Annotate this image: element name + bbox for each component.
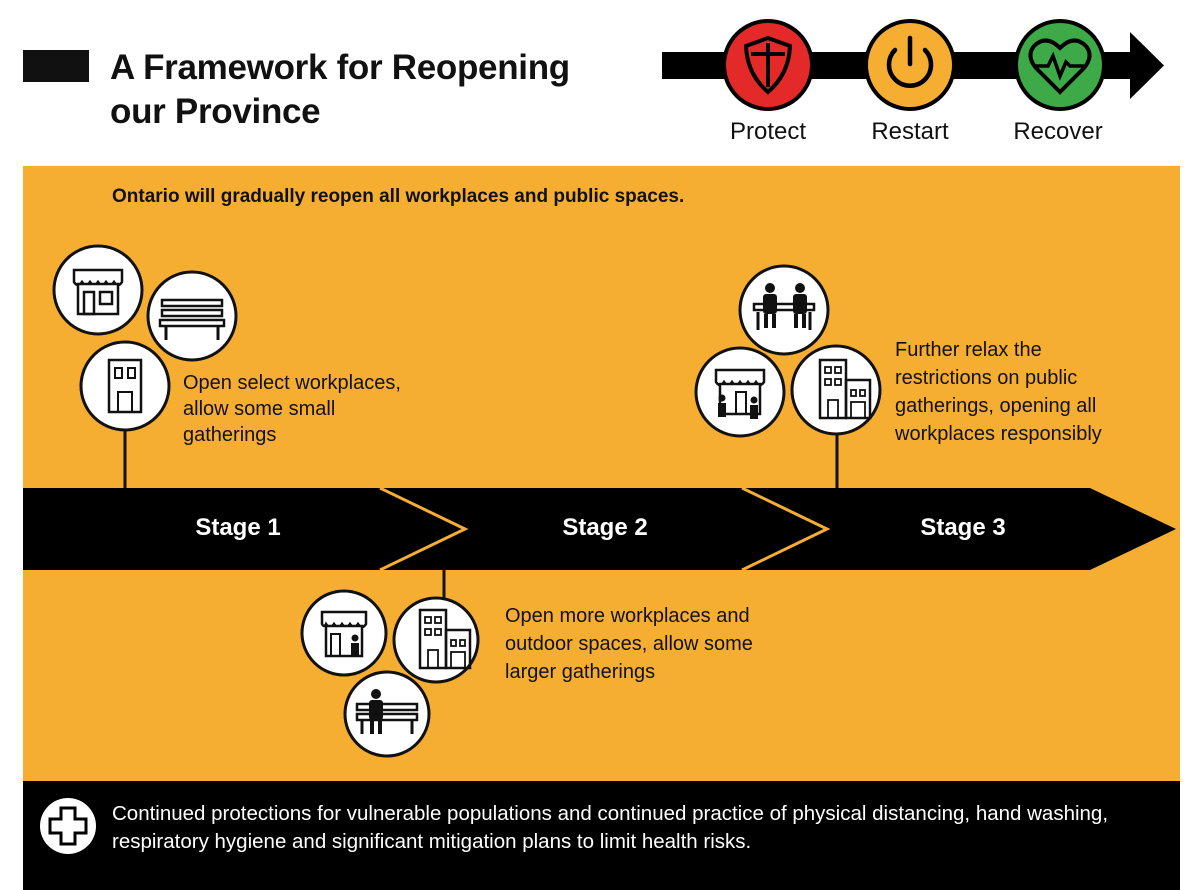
stage-1-description: Open select workplaces, allow some small… <box>183 372 401 446</box>
title-line-2: our Province <box>110 92 321 131</box>
power-icon <box>864 19 956 111</box>
stage-2-description: Open more workplaces and outdoor spaces,… <box>505 605 753 683</box>
bench-person-icon <box>343 670 431 758</box>
office-building-icon <box>79 340 171 432</box>
stage-3-label: Stage 3 <box>920 514 1006 541</box>
footer-banner <box>23 781 1180 890</box>
stages-panel <box>23 166 1180 781</box>
stage-timeline-arrow <box>23 486 1176 572</box>
medical-cross-icon <box>40 798 96 854</box>
title-line-1: A Framework for Reopening <box>110 48 570 87</box>
title-accent-bar <box>23 50 89 82</box>
intro-text: Ontario will gradually reopen all workpl… <box>112 186 685 207</box>
footer-text: Continued protections for vulnerable pop… <box>112 802 1109 853</box>
stage-2-label: Stage 2 <box>562 514 648 541</box>
heart-pulse-icon <box>1014 19 1106 111</box>
office-buildings-icon <box>790 344 882 436</box>
phase-label-recover: Recover <box>1013 118 1103 145</box>
phase-label-protect: Protect <box>729 118 807 145</box>
storefront-icon <box>52 244 144 336</box>
bench-two-people-icon <box>738 264 830 356</box>
office-buildings-icon <box>392 596 480 684</box>
storefront-people-icon <box>694 346 786 438</box>
stage-1-label: Stage 1 <box>195 514 281 541</box>
phase-label-restart: Restart <box>871 118 949 145</box>
page-title: A Framework for Reopening our Province <box>110 46 570 134</box>
stage-3-description: Further relax the restrictions on public… <box>895 339 1102 445</box>
storefront-person-icon <box>300 589 388 677</box>
shield-icon <box>722 19 814 111</box>
bench-icon <box>146 270 238 362</box>
